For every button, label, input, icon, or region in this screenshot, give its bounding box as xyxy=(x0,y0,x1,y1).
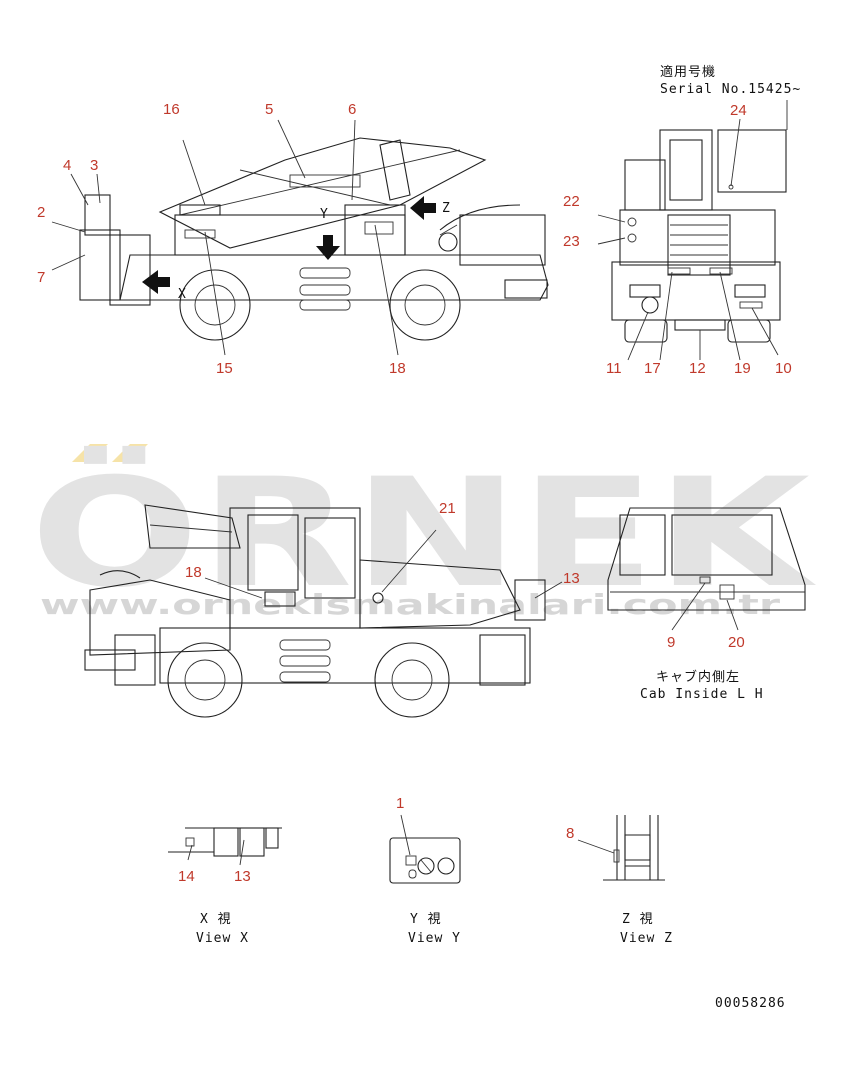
callout-5: 5 xyxy=(265,101,273,118)
watermark: ÖRNEK www.ornekismakinalari.com.tr xyxy=(30,444,816,621)
watermark-url: www.ornekismakinalari.com.tr xyxy=(40,588,780,621)
crane-side-view-left xyxy=(84,504,563,718)
callout-18: 18 xyxy=(389,360,406,377)
arrow-view-y xyxy=(316,235,340,260)
serial-label-en: Serial No.15425~ xyxy=(660,82,801,97)
callout-3: 3 xyxy=(90,157,98,174)
callout-22: 22 xyxy=(563,193,580,210)
view-letter-z: Z xyxy=(442,201,451,216)
callout-20: 20 xyxy=(728,634,745,651)
watermark-accent-right xyxy=(112,444,148,462)
view-z-label-jp: Z 視 xyxy=(622,912,654,927)
callout-13-view-x: 13 xyxy=(234,868,251,885)
cab-inside-label-jp: キャブ内側左 xyxy=(656,669,740,685)
callout-23: 23 xyxy=(563,233,580,250)
serial-label-jp: 適用号機 xyxy=(660,64,716,80)
callout-19: 19 xyxy=(734,360,751,377)
callout-12: 12 xyxy=(689,360,706,377)
document-number: 00058286 xyxy=(715,996,786,1011)
callout-21: 21 xyxy=(439,500,456,517)
view-x-label-jp: X 視 xyxy=(200,912,232,927)
crane-side-view-right: X Y Z xyxy=(51,119,549,356)
callout-14: 14 xyxy=(178,868,195,885)
callout-10: 10 xyxy=(775,360,792,377)
left-front-wheel xyxy=(167,642,243,718)
callout-6: 6 xyxy=(348,101,356,118)
callout-2: 2 xyxy=(37,204,45,221)
detail-view-y xyxy=(389,814,461,884)
view-y-label-jp: Y 視 xyxy=(410,912,442,927)
view-z-label-en: View Z xyxy=(620,931,673,946)
callout-16: 16 xyxy=(163,101,180,118)
watermark-accent-left xyxy=(72,444,108,462)
callout-15: 15 xyxy=(216,360,233,377)
detail-view-x xyxy=(168,827,282,866)
callout-13-left: 13 xyxy=(563,570,580,587)
cab-inside-view xyxy=(607,507,806,631)
callout-9: 9 xyxy=(667,634,675,651)
crane-rear-view xyxy=(597,100,788,361)
callout-8: 8 xyxy=(566,825,574,842)
arrow-view-z xyxy=(410,196,436,220)
front-wheel xyxy=(179,269,251,341)
view-letter-x: X xyxy=(178,287,187,302)
callout-24: 24 xyxy=(730,102,747,119)
callout-4: 4 xyxy=(63,157,71,174)
arrow-view-x xyxy=(142,270,170,294)
rear-wheel xyxy=(389,269,461,341)
callout-18-left: 18 xyxy=(185,564,202,581)
view-y-label-en: View Y xyxy=(408,931,461,946)
callout-1: 1 xyxy=(396,795,404,812)
callout-17: 17 xyxy=(644,360,661,377)
left-rear-wheel xyxy=(374,642,450,718)
detail-view-z xyxy=(577,815,665,881)
callout-7: 7 xyxy=(37,269,45,286)
cab-inside-label-en: Cab Inside L H xyxy=(640,687,764,702)
view-x-label-en: View X xyxy=(196,931,249,946)
view-letter-y: Y xyxy=(320,207,329,222)
callout-11: 11 xyxy=(606,360,622,377)
